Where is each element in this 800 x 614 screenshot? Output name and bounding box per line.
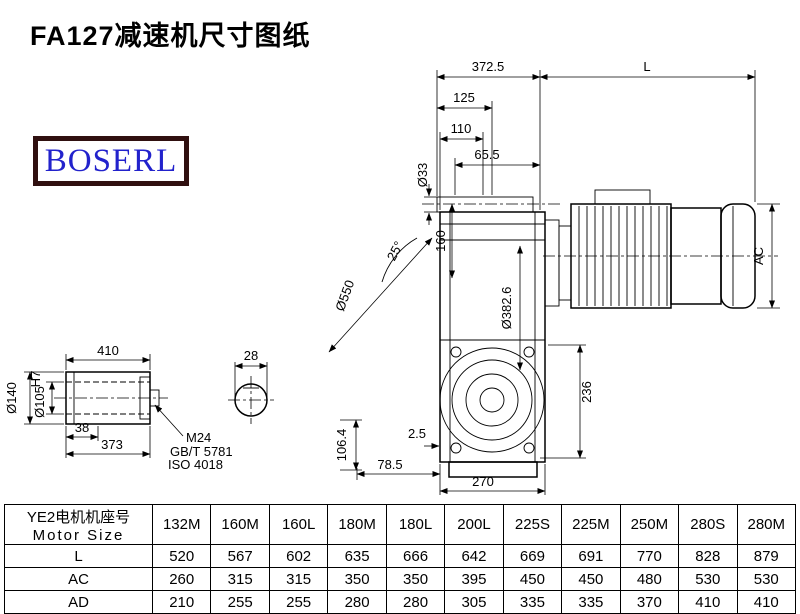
table-header-row: YE2电机机座号 Motor Size 132M 160M 160L 180M … bbox=[4, 504, 797, 545]
cell: 669 bbox=[502, 544, 563, 568]
cell: 210 bbox=[151, 590, 212, 614]
dim-78-5: 78.5 bbox=[377, 457, 402, 472]
col-header: 160L bbox=[268, 504, 329, 545]
cell: 335 bbox=[502, 590, 563, 614]
cell: 480 bbox=[619, 567, 680, 591]
cell: 530 bbox=[736, 567, 797, 591]
col-header: 200L bbox=[444, 504, 504, 545]
dim-110: 110 bbox=[451, 121, 472, 136]
table-row-L: L 520 567 602 635 666 642 669 691 770 82… bbox=[4, 544, 797, 568]
cell: 315 bbox=[268, 567, 329, 591]
row-label: L bbox=[4, 544, 153, 568]
cell: 255 bbox=[210, 590, 270, 614]
cell: 410 bbox=[736, 590, 797, 614]
dim-38: 38 bbox=[75, 420, 89, 435]
dim-106-4: 106.4 bbox=[334, 429, 349, 462]
cell: 666 bbox=[385, 544, 446, 568]
cell: 260 bbox=[151, 567, 212, 591]
cell: 530 bbox=[678, 567, 738, 591]
dim-236: 236 bbox=[579, 381, 594, 403]
dim-65-5: 65.5 bbox=[474, 147, 499, 162]
dim-160: 160 bbox=[433, 230, 448, 252]
cell: 370 bbox=[619, 590, 680, 614]
table-row-AC: AC 260 315 315 350 350 395 450 450 480 5… bbox=[4, 567, 797, 591]
dim-dia105-tolerance: H7 bbox=[28, 371, 43, 388]
label-thread-M24: M24 bbox=[186, 430, 211, 445]
dim-L: L bbox=[643, 59, 650, 74]
dim-373: 373 bbox=[101, 437, 123, 452]
dimensions: 372.5 L 125 110 65.5 Ø33 160 25° Ø550 bbox=[4, 59, 780, 495]
dim-410: 410 bbox=[97, 343, 119, 358]
brand-logo: BOSERL bbox=[33, 136, 189, 186]
cell: 691 bbox=[561, 544, 621, 568]
cell: 828 bbox=[678, 544, 738, 568]
label-standard-gbt: GB/T 5781 bbox=[170, 444, 233, 459]
dim-25deg: 25° bbox=[384, 239, 406, 263]
table-row-AD: AD 210 255 255 280 280 305 335 335 370 4… bbox=[4, 590, 797, 614]
motor-size-label-cn: YE2电机机座号 bbox=[26, 508, 131, 526]
cell: 520 bbox=[151, 544, 212, 568]
label-standard-iso: ISO 4018 bbox=[168, 457, 223, 472]
brand-logo-text: BOSERL bbox=[44, 142, 178, 179]
motor-size-label-en: Motor Size bbox=[32, 526, 125, 544]
cell: 315 bbox=[210, 567, 270, 591]
cell: 335 bbox=[561, 590, 621, 614]
col-header: 180M bbox=[327, 504, 387, 545]
cell: 635 bbox=[327, 544, 387, 568]
cell: 450 bbox=[561, 567, 621, 591]
cell: 879 bbox=[736, 544, 797, 568]
dim-AC: AC bbox=[751, 247, 766, 265]
dim-2-5: 2.5 bbox=[408, 426, 426, 441]
cell: 602 bbox=[268, 544, 329, 568]
cell: 350 bbox=[327, 567, 387, 591]
col-header: 280S bbox=[678, 504, 738, 545]
cell: 280 bbox=[385, 590, 446, 614]
table-header-motor-size: YE2电机机座号 Motor Size bbox=[4, 504, 153, 545]
shaft-end-view bbox=[228, 376, 274, 424]
cell: 255 bbox=[268, 590, 329, 614]
cell: 567 bbox=[210, 544, 270, 568]
cell: 350 bbox=[385, 567, 446, 591]
motor-side-view bbox=[543, 189, 778, 309]
cell: 642 bbox=[444, 544, 504, 568]
cell: 450 bbox=[502, 567, 563, 591]
col-header: 132M bbox=[151, 504, 212, 545]
output-shaft-side-view bbox=[54, 371, 168, 425]
cell: 770 bbox=[619, 544, 680, 568]
col-header: 225M bbox=[561, 504, 621, 545]
dim-dia33: Ø33 bbox=[415, 163, 430, 188]
col-header: 225S bbox=[502, 504, 563, 545]
page-title: FA127减速机尺寸图纸 bbox=[30, 21, 311, 51]
dim-dia140: Ø140 bbox=[4, 382, 19, 414]
cell: 305 bbox=[444, 590, 504, 614]
dim-125: 125 bbox=[453, 90, 475, 105]
col-header: 280M bbox=[736, 504, 797, 545]
cell: 280 bbox=[327, 590, 387, 614]
gearbox-front-view bbox=[422, 196, 562, 478]
row-label: AC bbox=[4, 567, 153, 591]
col-header: 250M bbox=[619, 504, 680, 545]
dim-dia105: Ø105 bbox=[32, 386, 47, 418]
technical-drawing: 372.5 L 125 110 65.5 Ø33 160 25° Ø550 bbox=[4, 59, 780, 495]
dim-dia382-6: Ø382.6 bbox=[499, 287, 514, 330]
dim-270: 270 bbox=[472, 474, 494, 489]
row-label: AD bbox=[4, 590, 153, 614]
col-header: 160M bbox=[210, 504, 270, 545]
dim-28: 28 bbox=[244, 348, 258, 363]
motor-size-table: YE2电机机座号 Motor Size 132M 160M 160L 180M … bbox=[4, 504, 797, 614]
dim-372-5: 372.5 bbox=[472, 59, 505, 74]
dim-dia550: Ø550 bbox=[332, 278, 357, 313]
col-header: 180L bbox=[385, 504, 446, 545]
cell: 395 bbox=[444, 567, 504, 591]
cell: 410 bbox=[678, 590, 738, 614]
